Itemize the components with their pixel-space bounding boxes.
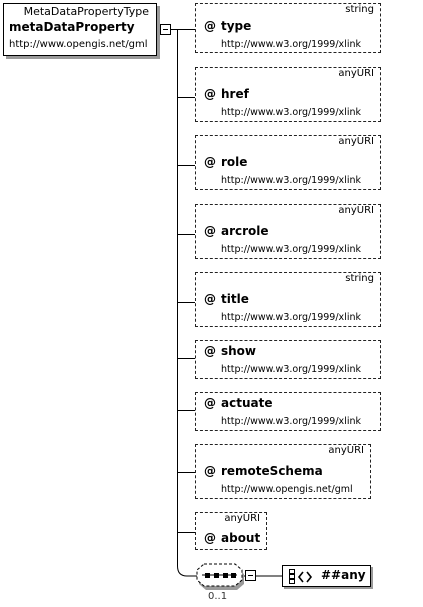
attribute-role[interactable]: anyURI @ role http://www.w3.org/1999/xli… xyxy=(195,135,381,190)
attribute-about[interactable]: anyURI @ about xyxy=(195,512,267,550)
attribute-remoteschema[interactable]: anyURI @ remoteSchema http://www.opengis… xyxy=(195,444,371,499)
root-namespace: http://www.opengis.net/gml xyxy=(9,39,148,50)
attribute-remoteschema-namespace: http://www.opengis.net/gml xyxy=(221,484,353,495)
attribute-arcrole-name: arcrole xyxy=(221,224,269,238)
any-element-box[interactable]: ##any xyxy=(282,565,371,587)
attribute-marker-icon: @ xyxy=(204,464,216,478)
attribute-marker-icon: @ xyxy=(204,344,216,358)
any-element-icon xyxy=(289,569,313,584)
attribute-title-namespace: http://www.w3.org/1999/xlink xyxy=(221,312,361,323)
sequence-collapse-button[interactable] xyxy=(245,570,257,582)
attribute-type-datatype: string xyxy=(345,4,374,15)
attribute-href-datatype: anyURI xyxy=(338,68,374,79)
attribute-marker-icon: @ xyxy=(204,292,216,306)
any-element-label: ##any xyxy=(321,568,366,582)
attribute-href-name: href xyxy=(221,87,249,101)
attribute-type[interactable]: string @ type http://www.w3.org/1999/xli… xyxy=(195,3,381,53)
sequence-compositor-icon[interactable] xyxy=(196,563,246,591)
attribute-href-namespace: http://www.w3.org/1999/xlink xyxy=(221,107,361,118)
attribute-type-namespace: http://www.w3.org/1999/xlink xyxy=(221,39,361,50)
attribute-marker-icon: @ xyxy=(204,155,216,169)
attribute-type-name: type xyxy=(221,19,252,33)
attribute-actuate[interactable]: @ actuate http://www.w3.org/1999/xlink xyxy=(195,392,381,431)
sequence-occurrence: 0..1 xyxy=(208,591,228,602)
attribute-show-name: show xyxy=(221,344,257,358)
attribute-arcrole[interactable]: anyURI @ arcrole http://www.w3.org/1999/… xyxy=(195,204,381,259)
attribute-title-datatype: string xyxy=(345,273,374,284)
attribute-about-datatype: anyURI xyxy=(224,513,260,524)
attribute-href[interactable]: anyURI @ href http://www.w3.org/1999/xli… xyxy=(195,67,381,122)
attribute-marker-icon: @ xyxy=(204,396,216,410)
attribute-marker-icon: @ xyxy=(204,87,216,101)
attribute-actuate-name: actuate xyxy=(221,396,273,410)
attribute-actuate-namespace: http://www.w3.org/1999/xlink xyxy=(221,416,361,427)
attribute-role-datatype: anyURI xyxy=(338,136,374,147)
attribute-about-name: about xyxy=(221,531,261,545)
attribute-marker-icon: @ xyxy=(204,224,216,238)
attribute-show[interactable]: @ show http://www.w3.org/1999/xlink xyxy=(195,340,381,379)
attribute-role-name: role xyxy=(221,155,248,169)
attribute-title-name: title xyxy=(221,292,249,306)
attribute-arcrole-namespace: http://www.w3.org/1999/xlink xyxy=(221,244,361,255)
attribute-arcrole-datatype: anyURI xyxy=(338,205,374,216)
collapse-button[interactable] xyxy=(160,24,172,36)
attribute-remoteschema-name: remoteSchema xyxy=(221,464,323,478)
attribute-marker-icon: @ xyxy=(204,531,216,545)
root-type-name: MetaDataPropertyType xyxy=(23,5,149,18)
attribute-title[interactable]: string @ title http://www.w3.org/1999/xl… xyxy=(195,272,381,327)
attribute-marker-icon: @ xyxy=(204,19,216,33)
root-element-box[interactable]: MetaDataPropertyType metaDataProperty ht… xyxy=(3,3,157,56)
attribute-remoteschema-datatype: anyURI xyxy=(328,445,364,456)
attribute-role-namespace: http://www.w3.org/1999/xlink xyxy=(221,175,361,186)
attribute-show-namespace: http://www.w3.org/1999/xlink xyxy=(221,364,361,375)
root-element-name: metaDataProperty xyxy=(9,20,135,34)
